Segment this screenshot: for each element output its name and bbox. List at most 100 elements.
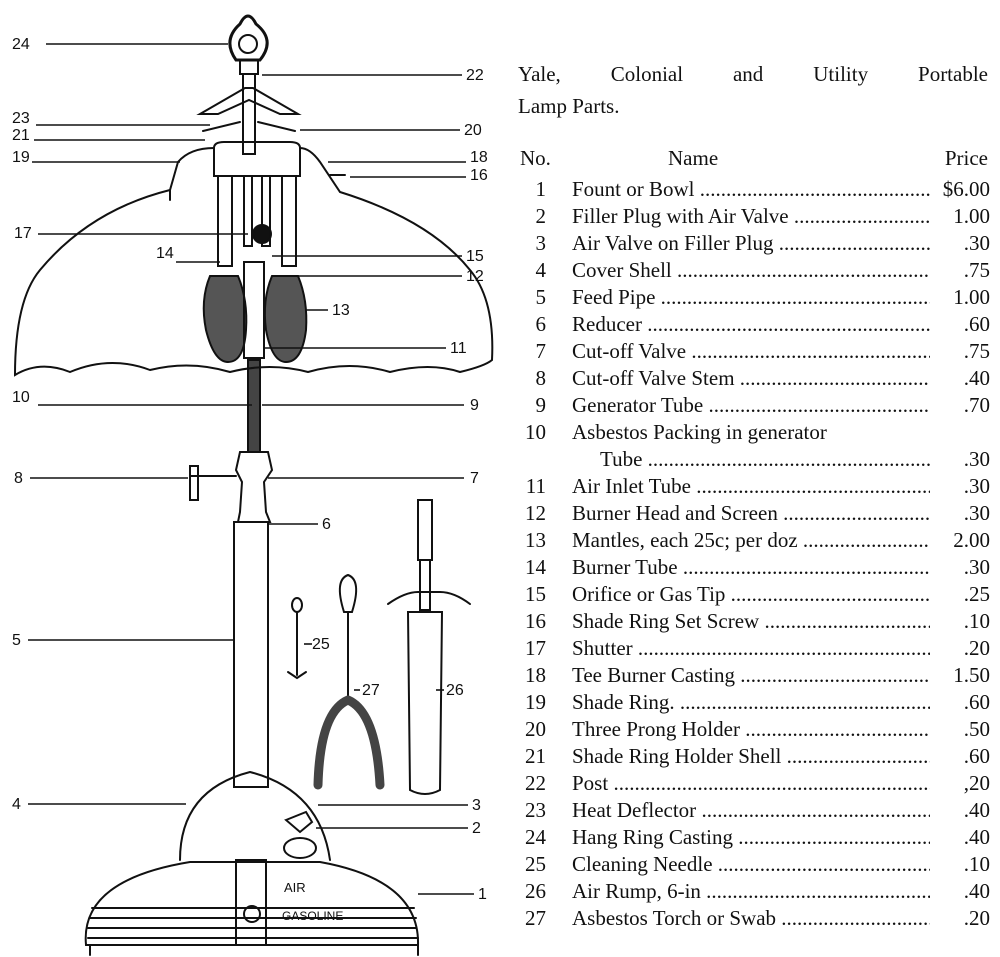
part-number: 9 (535, 393, 547, 417)
part-name: Cut-off Valve (572, 338, 930, 365)
part-number: 17 (525, 636, 546, 660)
part-number: 27 (525, 906, 546, 930)
heat-deflector-drawing (196, 87, 302, 115)
tee-burner-casting-drawing (213, 141, 301, 177)
page-title: Yale, Colonial and Utility Portable Lamp… (518, 58, 988, 122)
part-price: .30 (930, 446, 990, 473)
table-row: 6 Reducer.60 (520, 311, 990, 338)
part-price: ,20 (930, 770, 990, 797)
part-name: Reducer (572, 311, 930, 338)
callout-11: 11 (450, 340, 467, 357)
part-price: .60 (930, 311, 990, 338)
part-price: .50 (930, 716, 990, 743)
part-number: 14 (525, 555, 546, 579)
title-line-1: Yale, Colonial and Utility Portable (518, 62, 988, 86)
part-name: Cover Shell (572, 257, 930, 284)
callout-2: 2 (472, 820, 481, 837)
prong-holder-drawing (202, 121, 296, 132)
part-price: 1.00 (930, 203, 990, 230)
hang-ring-drawing (228, 14, 269, 75)
part-number: 19 (525, 690, 546, 714)
part-number: 13 (525, 528, 546, 552)
callout-14: 14 (156, 245, 174, 262)
part-name: Shutter (572, 635, 930, 662)
part-name: Asbestos Packing in generator (572, 420, 827, 444)
part-number: 8 (535, 366, 547, 390)
callout-23: 23 (12, 110, 30, 127)
part-price: .10 (930, 851, 990, 878)
part-name: Filler Plug with Air Valve (572, 203, 930, 230)
callout-15: 15 (466, 248, 484, 265)
part-price: .40 (930, 878, 990, 905)
callout-27: 27 (362, 682, 380, 699)
air-pump-drawing (387, 499, 471, 795)
part-price: .40 (930, 797, 990, 824)
generator-tube-drawing (243, 261, 265, 359)
part-number: 25 (525, 852, 546, 876)
callout-7: 7 (470, 470, 479, 487)
part-name: Generator Tube (572, 392, 930, 419)
callout-9: 9 (470, 397, 479, 414)
filler-plug-drawing (284, 810, 314, 834)
part-number: 3 (535, 231, 547, 255)
part-number: 10 (525, 420, 546, 444)
part-name: Shade Ring Set Screw (572, 608, 930, 635)
part-name: Tee Burner Casting (572, 662, 930, 689)
part-price: .60 (930, 743, 990, 770)
part-number: 23 (525, 798, 546, 822)
part-price: 2.00 (930, 527, 990, 554)
part-number: 11 (525, 474, 546, 498)
part-number: 6 (535, 312, 547, 336)
part-name: Feed Pipe (572, 284, 930, 311)
air-label: AIR (284, 880, 306, 895)
table-row: 25 Cleaning Needle.10 (520, 851, 990, 878)
part-name: Heat Deflector (572, 797, 930, 824)
callout-8: 8 (14, 470, 23, 487)
part-price: 1.50 (930, 662, 990, 689)
table-row: 27 Asbestos Torch or Swab.20 (520, 905, 990, 932)
part-name: Post (572, 770, 930, 797)
callout-22: 22 (466, 67, 484, 84)
part-number: 20 (525, 717, 546, 741)
part-price: .30 (930, 500, 990, 527)
callout-3: 3 (472, 797, 481, 814)
table-row: 26 Air Rump, 6-in.40 (520, 878, 990, 905)
part-number: 21 (525, 744, 546, 768)
burner-tube-left (217, 175, 233, 267)
part-name: Burner Tube (572, 554, 930, 581)
part-price: .20 (930, 635, 990, 662)
part-price: .20 (930, 905, 990, 932)
callout-12: 12 (466, 268, 484, 285)
table-row: 9 Generator Tube.70 (520, 392, 990, 419)
part-price: .10 (930, 608, 990, 635)
table-header: No. Name Price (520, 146, 988, 174)
part-name: Asbestos Torch or Swab (572, 905, 930, 932)
part-name: Fount or Bowl (572, 176, 930, 203)
part-price: .70 (930, 392, 990, 419)
fount-drawing (84, 861, 420, 956)
part-price: .30 (930, 230, 990, 257)
callout-20: 20 (464, 122, 482, 139)
part-price: .30 (930, 473, 990, 500)
lamp-parts-diagram: 24 22 23 21 20 19 18 16 17 15 14 12 13 1… (12, 14, 494, 956)
part-name: Air Rump, 6-in (572, 878, 930, 905)
part-number: 26 (525, 879, 546, 903)
swab-drawing (313, 573, 385, 790)
part-name: Cleaning Needle (572, 851, 930, 878)
cleaning-needle-drawing (287, 597, 307, 680)
callout-10: 10 (12, 389, 30, 406)
part-name: Mantles, each 25c; per doz (572, 527, 930, 554)
shade-drawing (13, 147, 494, 377)
burner-tube-right (281, 175, 297, 267)
part-name-continued: Tube (600, 446, 930, 473)
